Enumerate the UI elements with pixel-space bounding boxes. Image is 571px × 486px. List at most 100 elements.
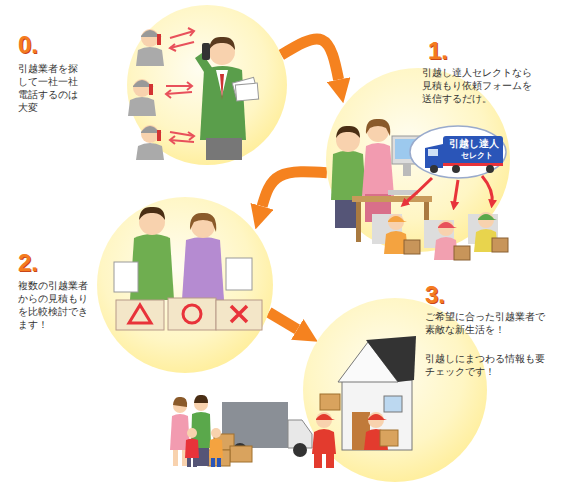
family xyxy=(173,450,178,466)
new-house xyxy=(384,396,402,412)
mover-on-phone xyxy=(128,79,156,116)
step-text: 引越業者を探して一社一社電話するのは大変 xyxy=(18,62,84,114)
moving-truck xyxy=(230,446,252,462)
logo-text: 引越し達人 xyxy=(449,138,499,149)
moving-truck xyxy=(214,434,234,450)
couple-at-computer xyxy=(336,126,360,138)
mover-with-box xyxy=(326,454,334,468)
panel-circle xyxy=(97,197,273,373)
family xyxy=(185,439,199,459)
mover-with-box xyxy=(368,412,384,428)
mover-with-box xyxy=(364,429,388,450)
mover-with-box xyxy=(434,220,470,260)
mover-on-phone xyxy=(136,29,164,66)
mover-with-box xyxy=(316,414,335,420)
mover-with-box xyxy=(388,214,404,230)
mover-on-phone xyxy=(149,84,153,95)
call-arrows xyxy=(166,28,194,144)
call-arrows xyxy=(166,90,171,98)
couple-at-computer xyxy=(367,120,389,142)
mover-with-box xyxy=(312,429,336,454)
mover-with-box xyxy=(364,412,398,450)
new-house xyxy=(342,380,412,450)
couple-at-computer xyxy=(356,202,361,242)
call-arrows xyxy=(170,28,194,51)
couple-at-computer xyxy=(331,119,432,242)
family xyxy=(182,450,187,466)
family xyxy=(187,458,191,467)
office-blocks xyxy=(468,214,498,244)
service-logo xyxy=(430,165,438,173)
phoning-man xyxy=(209,39,235,65)
call-arrows xyxy=(188,132,194,140)
service-logo xyxy=(410,126,506,178)
step-text: ご希望に合った引越業者で素敵な新生活を！ xyxy=(425,310,551,336)
mover-on-phone xyxy=(141,125,159,143)
request-arrows xyxy=(404,176,492,206)
call-arrows xyxy=(188,28,194,36)
panel-circle xyxy=(127,5,287,165)
couple-at-computer xyxy=(352,196,432,202)
moving-truck xyxy=(208,402,312,466)
mover-with-box xyxy=(316,412,332,428)
family xyxy=(191,412,211,448)
mover-with-box xyxy=(368,414,387,420)
phoning-man xyxy=(206,138,242,160)
couple-at-computer xyxy=(403,164,411,176)
step-number: 1. xyxy=(428,38,448,64)
phoning-man xyxy=(220,74,224,100)
couple-at-computer xyxy=(424,202,429,238)
family xyxy=(193,448,209,466)
mover-with-box xyxy=(384,231,408,254)
step-text: 複数の引越業者からの見積もりを比較検討できます！ xyxy=(18,279,90,331)
call-arrows xyxy=(170,140,194,142)
mover-on-phone xyxy=(136,125,164,160)
couple-comparing xyxy=(139,209,165,235)
office-blocks xyxy=(372,214,498,248)
couple-at-computer xyxy=(336,128,360,152)
mover-with-box xyxy=(388,216,407,222)
phoning-man xyxy=(200,66,246,140)
phoning-man xyxy=(209,37,235,50)
moving-truck xyxy=(208,450,230,466)
moving-truck xyxy=(222,402,288,448)
office-blocks xyxy=(372,214,402,244)
service-logo xyxy=(486,165,494,173)
quote-folders xyxy=(116,298,262,330)
mover-with-box xyxy=(474,229,498,252)
couple-comparing xyxy=(190,213,216,232)
flow-arrow xyxy=(269,312,298,329)
mover-with-box xyxy=(312,394,340,468)
phoning-man xyxy=(216,70,228,96)
couple-at-computer xyxy=(388,190,418,195)
mover-with-box xyxy=(384,214,420,254)
moving-truck xyxy=(293,443,307,457)
quote-folders xyxy=(168,298,216,330)
mover-with-box xyxy=(314,454,322,468)
call-arrows xyxy=(170,42,194,48)
family xyxy=(173,397,187,407)
call-arrows xyxy=(170,132,194,144)
mover-on-phone xyxy=(136,47,164,66)
step-panel: 2.複数の引越業者からの見積もりを比較検討できます！ xyxy=(97,197,273,373)
service-logo xyxy=(410,126,506,178)
request-arrows xyxy=(404,178,432,204)
call-arrows xyxy=(170,136,175,144)
panel-circle xyxy=(97,197,273,373)
mover-with-box xyxy=(404,240,420,254)
quote-folders xyxy=(183,305,201,323)
quote-folders xyxy=(116,300,164,330)
step-panel: 3.ご希望に合った引越業者で素敵な新生活を！引越しにまつわる情報も要チェックです… xyxy=(303,298,487,482)
step-number: 0. xyxy=(18,32,38,58)
mover-with-box xyxy=(438,222,457,228)
call-arrows xyxy=(166,82,192,98)
call-arrows xyxy=(170,44,176,51)
mover-with-box xyxy=(478,214,497,220)
request-arrows xyxy=(454,180,458,206)
mover-with-box xyxy=(454,246,470,260)
couple-comparing xyxy=(114,207,252,300)
couple-at-computer xyxy=(335,198,361,228)
mover-on-phone xyxy=(133,79,151,97)
call-arrows xyxy=(187,82,192,90)
couple-comparing xyxy=(130,234,174,300)
